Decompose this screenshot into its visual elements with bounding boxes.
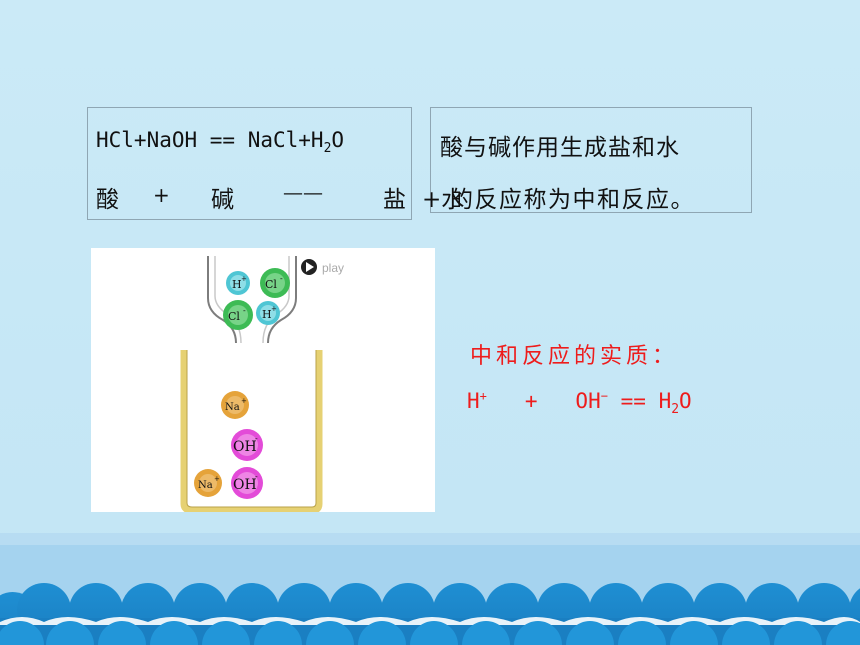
svg-text:+: + (241, 275, 247, 283)
word-acid: 酸 (96, 187, 119, 213)
essence-title: 中和反应的实质： (470, 344, 679, 369)
word-salt: 盐 (383, 187, 406, 213)
definition-line-2: 的反应称为中和反应。 (450, 187, 695, 213)
word-plus-water: +水 (422, 187, 465, 213)
svg-text:OH: OH (233, 477, 257, 493)
cl-ion-1: Cl - (260, 268, 290, 298)
word-plus: + (153, 183, 170, 207)
svg-text:H: H (262, 308, 272, 321)
reaction-animation[interactable]: play H + Cl - Cl - H + (91, 248, 435, 514)
h-ion-2: H + (256, 301, 280, 325)
beaker (180, 350, 323, 514)
oh-ion-2: OH - (231, 467, 263, 499)
definition-line-1: 酸与碱作用生成盐和水 (440, 135, 680, 161)
svg-text:Cl: Cl (265, 278, 277, 291)
svg-text:+: + (271, 305, 277, 313)
svg-text:-: - (280, 274, 283, 283)
na-ion-2: Na + (194, 469, 222, 497)
svg-text:Na: Na (225, 402, 240, 413)
svg-text:H: H (232, 278, 242, 291)
word-base: 碱 (211, 187, 234, 213)
svg-text:-: - (255, 472, 258, 481)
svg-text:-: - (243, 306, 246, 315)
svg-text:-: - (255, 434, 258, 443)
essence-equation: H+ + OH− == H2O (467, 389, 692, 417)
cl-ion-2: Cl - (223, 300, 253, 330)
chemical-equation: HCl+NaOH == NaCl+H2O (96, 128, 345, 156)
na-ion-1: Na + (221, 391, 249, 419)
reaction-illustration: play H + Cl - Cl - H + (180, 256, 344, 514)
play-label: play (322, 261, 344, 275)
h-ion-1: H + (226, 271, 250, 295)
bottom-band-highlight (0, 533, 860, 545)
svg-text:+: + (241, 397, 247, 405)
svg-text:Na: Na (198, 480, 213, 491)
svg-text:+: + (214, 475, 220, 483)
dropper-outline (207, 256, 237, 344)
svg-text:OH: OH (233, 439, 257, 455)
oh-ion-1: OH - (231, 429, 263, 461)
formula-box (87, 107, 412, 220)
svg-text:Cl: Cl (228, 310, 240, 323)
word-arrow: —— (283, 180, 323, 204)
definition-box (430, 107, 752, 213)
